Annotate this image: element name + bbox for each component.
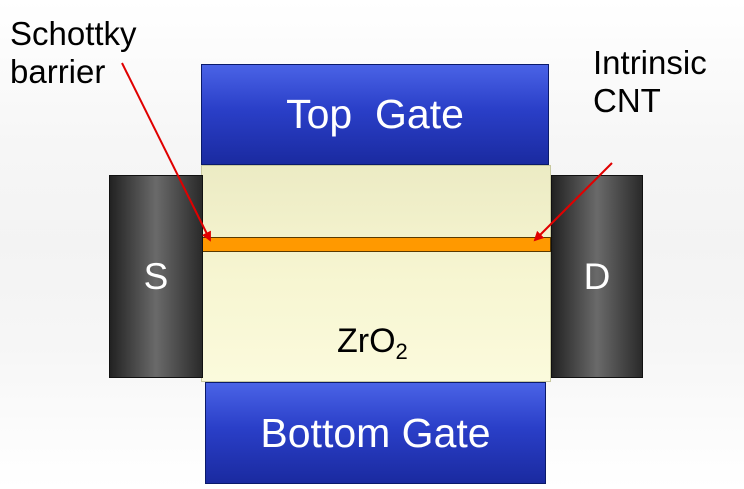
- top-gate-label: Top Gate: [286, 91, 464, 137]
- schottky-barrier-annotation: Schottky barrier: [10, 15, 137, 91]
- intrinsic-annotation-line2: CNT: [593, 82, 661, 119]
- intrinsic-annotation-line1: Intrinsic: [593, 44, 707, 81]
- cnt-channel: [201, 237, 551, 252]
- source-label: S: [143, 255, 169, 297]
- zro2-dielectric: [201, 165, 551, 382]
- oxide-label-base: ZrO: [337, 322, 396, 360]
- oxide-label: ZrO2: [337, 322, 408, 365]
- intrinsic-cnt-annotation: Intrinsic CNT: [593, 44, 707, 120]
- bottom-gate: Bottom Gate: [205, 382, 546, 484]
- drain-contact: D: [551, 175, 643, 378]
- schottky-annotation-line1: Schottky: [10, 15, 137, 52]
- source-contact: S: [109, 175, 203, 378]
- bottom-gate-label: Bottom Gate: [260, 409, 491, 456]
- oxide-label-subscript: 2: [395, 339, 408, 364]
- schottky-annotation-line2: barrier: [10, 53, 106, 90]
- drain-label: D: [583, 255, 611, 297]
- top-gate: Top Gate: [201, 64, 549, 165]
